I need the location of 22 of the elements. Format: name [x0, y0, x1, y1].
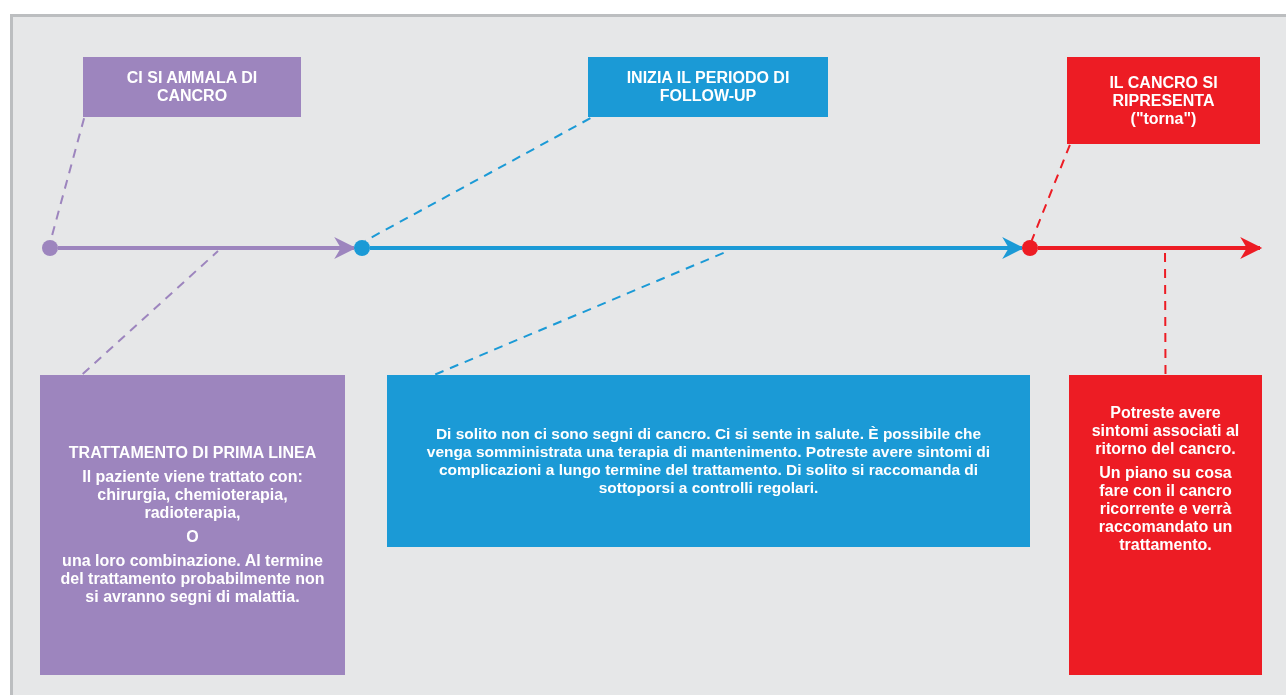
box-text: CI SI AMMALA DI CANCRO	[125, 69, 259, 105]
box-text: Il paziente viene trattato con: chirurgia, chemioterapia, radioterapia,	[81, 468, 304, 522]
box-text: Potreste avere sintomi associati al ritorno del cancro.	[1090, 404, 1241, 458]
timeline-arrow	[1038, 237, 1263, 259]
phase-box	[40, 375, 345, 675]
leader-line	[81, 250, 219, 376]
box-text: INIZIA IL PERIODO DI FOLLOW-UP	[625, 69, 791, 105]
box-heading: TRATTAMENTO DI PRIMA LINEA	[68, 444, 317, 462]
leader-line	[1164, 250, 1167, 376]
box-text: IL CANCRO SI RIPRESENTA ("torna")	[1108, 73, 1219, 128]
box-text: una loro combinazione. Al termine del trattamento probabilmente non si avranno segni di malattia.	[59, 552, 326, 606]
timeline-arrow	[58, 237, 357, 259]
leader-line	[1030, 143, 1071, 242]
event-box	[83, 57, 301, 117]
box-text: O	[186, 528, 199, 546]
phase-box	[387, 375, 1030, 547]
timeline-arrow	[370, 237, 1025, 259]
event-box	[1067, 57, 1260, 144]
event-box	[588, 57, 828, 117]
box-text: Di solito non ci sono segni di cancro. Ci si sente in salute. È possibile che venga somministrata una terapia di mantenimento. Potreste avere sintomi di complicazioni a lungo termine del trattamento. Di solito si raccomanda di sottoporsi a controlli regolari.	[425, 425, 992, 497]
phase-box	[1069, 375, 1262, 675]
box-text: Un piano su cosa fare con il cancro ricorrente e verrà raccomandato un trattamento.	[1097, 464, 1234, 554]
